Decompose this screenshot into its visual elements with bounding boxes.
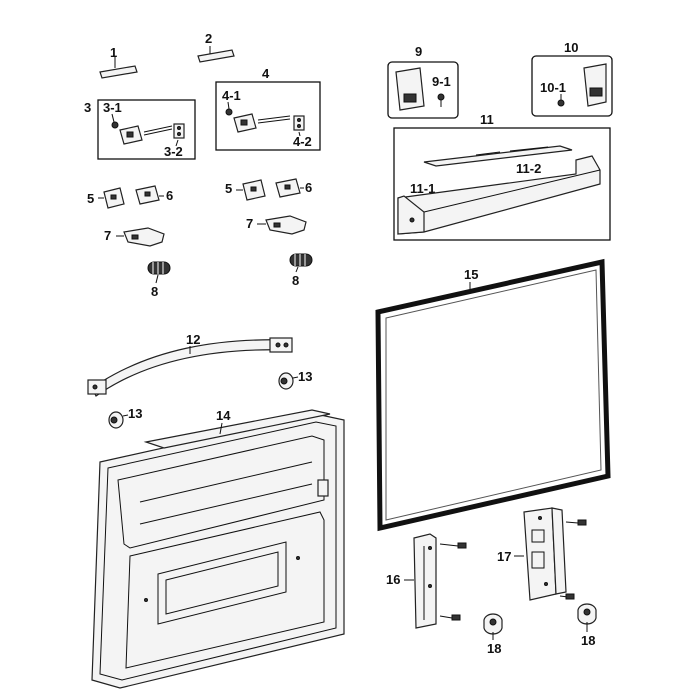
- label-7-right: 7: [246, 216, 253, 231]
- part-3-hinge-assembly: [111, 113, 185, 147]
- part-11-box: [393, 127, 611, 241]
- part-5-right: [236, 179, 266, 201]
- part-13-cap-left: [108, 411, 129, 429]
- label-7-left: 7: [104, 228, 111, 243]
- label-3-1: 3-1: [103, 100, 122, 115]
- part-3-box: [97, 99, 196, 160]
- part-14-door-assembly: [91, 409, 345, 689]
- part-8-right-spring: [289, 253, 313, 273]
- label-17: 17: [497, 549, 511, 564]
- label-16: 16: [386, 572, 400, 587]
- label-8-right: 8: [292, 273, 299, 288]
- label-9: 9: [415, 44, 422, 59]
- part-18-cap-left: [483, 613, 503, 640]
- part-16-bracket: [404, 533, 467, 629]
- part-4-hinge-assembly: [225, 101, 305, 137]
- label-6-left: 6: [166, 188, 173, 203]
- part-17-bracket: [514, 507, 587, 601]
- part-7-left: [116, 227, 165, 247]
- label-9-1: 9-1: [432, 74, 451, 89]
- label-4-2: 4-2: [293, 134, 312, 149]
- part-18-cap-right: [577, 603, 597, 632]
- label-13-right: 13: [298, 369, 312, 384]
- part-10-box: [531, 55, 613, 117]
- label-5-right: 5: [225, 181, 232, 196]
- part-7-right: [257, 215, 307, 235]
- label-10-1: 10-1: [540, 80, 566, 95]
- part-11-door-bin: [397, 145, 601, 235]
- label-3: 3: [84, 100, 91, 115]
- part-9-box: [387, 61, 459, 119]
- label-8-left: 8: [151, 284, 158, 299]
- part-12-handle: [87, 337, 293, 397]
- label-3-2: 3-2: [164, 144, 183, 159]
- label-5-left: 5: [87, 191, 94, 206]
- label-11-2: 11-2: [516, 161, 541, 176]
- label-2: 2: [205, 31, 212, 46]
- label-12: 12: [186, 332, 200, 347]
- part-10-cap: [557, 63, 607, 107]
- label-1: 1: [110, 45, 117, 60]
- part-15-gasket: [375, 258, 611, 532]
- label-14: 14: [216, 408, 231, 423]
- part-5-left: [98, 187, 125, 209]
- label-10: 10: [564, 40, 578, 55]
- label-13-left: 13: [128, 406, 142, 421]
- label-18-left: 18: [487, 641, 501, 656]
- part-4-box: [215, 81, 321, 151]
- part-1-hinge-cover: [99, 57, 138, 79]
- part-9-cap: [395, 67, 445, 111]
- label-6-right: 6: [305, 180, 312, 195]
- label-4-1: 4-1: [222, 88, 241, 103]
- label-15: 15: [464, 267, 478, 282]
- part-6-left: [135, 185, 164, 205]
- part-6-right: [275, 178, 304, 198]
- label-11: 11: [480, 112, 494, 127]
- label-18-right: 18: [581, 633, 595, 648]
- part-2-hinge-cover: [197, 46, 235, 63]
- part-8-left-spring: [147, 261, 171, 284]
- label-11-1: 11-1: [410, 181, 435, 196]
- part-13-cap-right: [278, 372, 299, 390]
- label-4: 4: [262, 66, 270, 81]
